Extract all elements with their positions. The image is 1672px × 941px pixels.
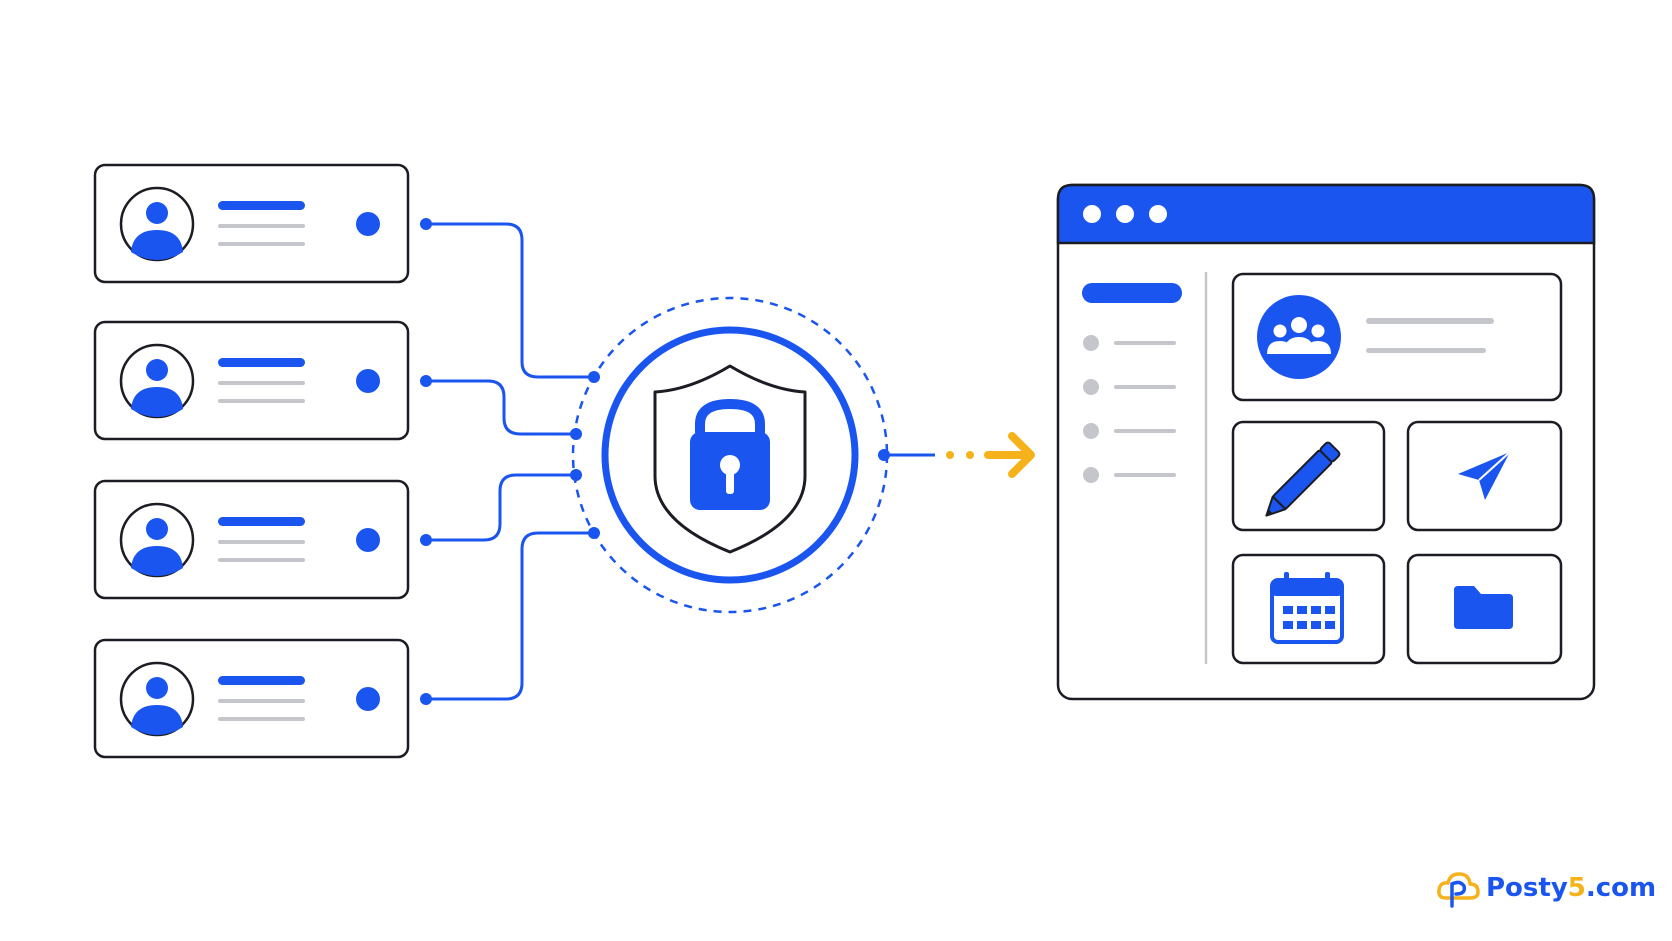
account-card-3[interactable] (93, 479, 410, 600)
team-card[interactable] (1231, 272, 1563, 402)
sidebar-item[interactable] (1083, 335, 1176, 351)
posty5-logo-icon (1437, 872, 1480, 908)
user-avatar-icon (119, 502, 195, 578)
tile-compose[interactable] (1231, 420, 1386, 532)
window-dot (1083, 205, 1101, 223)
connector-2 (424, 379, 578, 436)
app-sidebar (1082, 272, 1208, 664)
logo-number-text: 5 (1567, 873, 1586, 903)
account-detail-line (218, 717, 305, 721)
app-window (1056, 183, 1596, 701)
connector-lines (424, 222, 596, 701)
tile-files[interactable] (1406, 553, 1563, 665)
user-avatar-icon (119, 186, 195, 262)
account-card-4[interactable] (93, 638, 410, 759)
sidebar-item[interactable] (1083, 379, 1176, 395)
posty5-logo[interactable]: Posty5.com (1436, 868, 1656, 908)
window-dot (1149, 205, 1167, 223)
status-dot (356, 528, 380, 552)
account-detail-line (218, 558, 305, 562)
tile-schedule[interactable] (1231, 553, 1386, 665)
sidebar-item[interactable] (1083, 423, 1176, 439)
account-detail-line (218, 381, 305, 385)
connector-1 (424, 222, 596, 379)
user-avatar-icon (119, 661, 195, 737)
team-detail-line (1366, 348, 1486, 353)
logo-suffix-text: .com (1585, 873, 1657, 903)
paper-plane-icon (1458, 451, 1511, 500)
account-name-line (218, 201, 305, 210)
security-hub (571, 296, 889, 614)
flow-arrow (878, 432, 1035, 478)
account-card-1[interactable] (93, 163, 410, 284)
logo-brand-text: Posty (1486, 873, 1568, 903)
account-name-line (218, 676, 305, 685)
status-dot (356, 212, 380, 236)
pencil-icon (1265, 441, 1341, 517)
sidebar-item[interactable] (1083, 467, 1176, 483)
shield-lock-icon (653, 364, 807, 554)
window-header (1056, 183, 1596, 245)
team-title-line (1366, 318, 1494, 324)
tile-send[interactable] (1406, 420, 1563, 532)
window-controls[interactable] (1083, 205, 1167, 223)
account-name-line (218, 358, 305, 367)
user-avatar-icon (119, 343, 195, 419)
account-detail-line (218, 399, 305, 403)
status-dot (356, 369, 380, 393)
folder-icon (1454, 586, 1513, 629)
account-detail-line (218, 242, 305, 246)
window-dot (1116, 205, 1134, 223)
connector-3 (424, 473, 578, 542)
calendar-icon (1270, 572, 1344, 644)
team-icon (1267, 317, 1331, 354)
account-detail-line (218, 224, 305, 228)
sidebar-active-item (1082, 283, 1182, 303)
lock-shackle (695, 398, 765, 437)
account-name-line (218, 517, 305, 526)
account-card-2[interactable] (93, 320, 410, 441)
connector-4 (424, 531, 596, 701)
status-dot (356, 687, 380, 711)
arrow-right-icon (984, 432, 1035, 478)
account-detail-line (218, 540, 305, 544)
account-detail-line (218, 699, 305, 703)
